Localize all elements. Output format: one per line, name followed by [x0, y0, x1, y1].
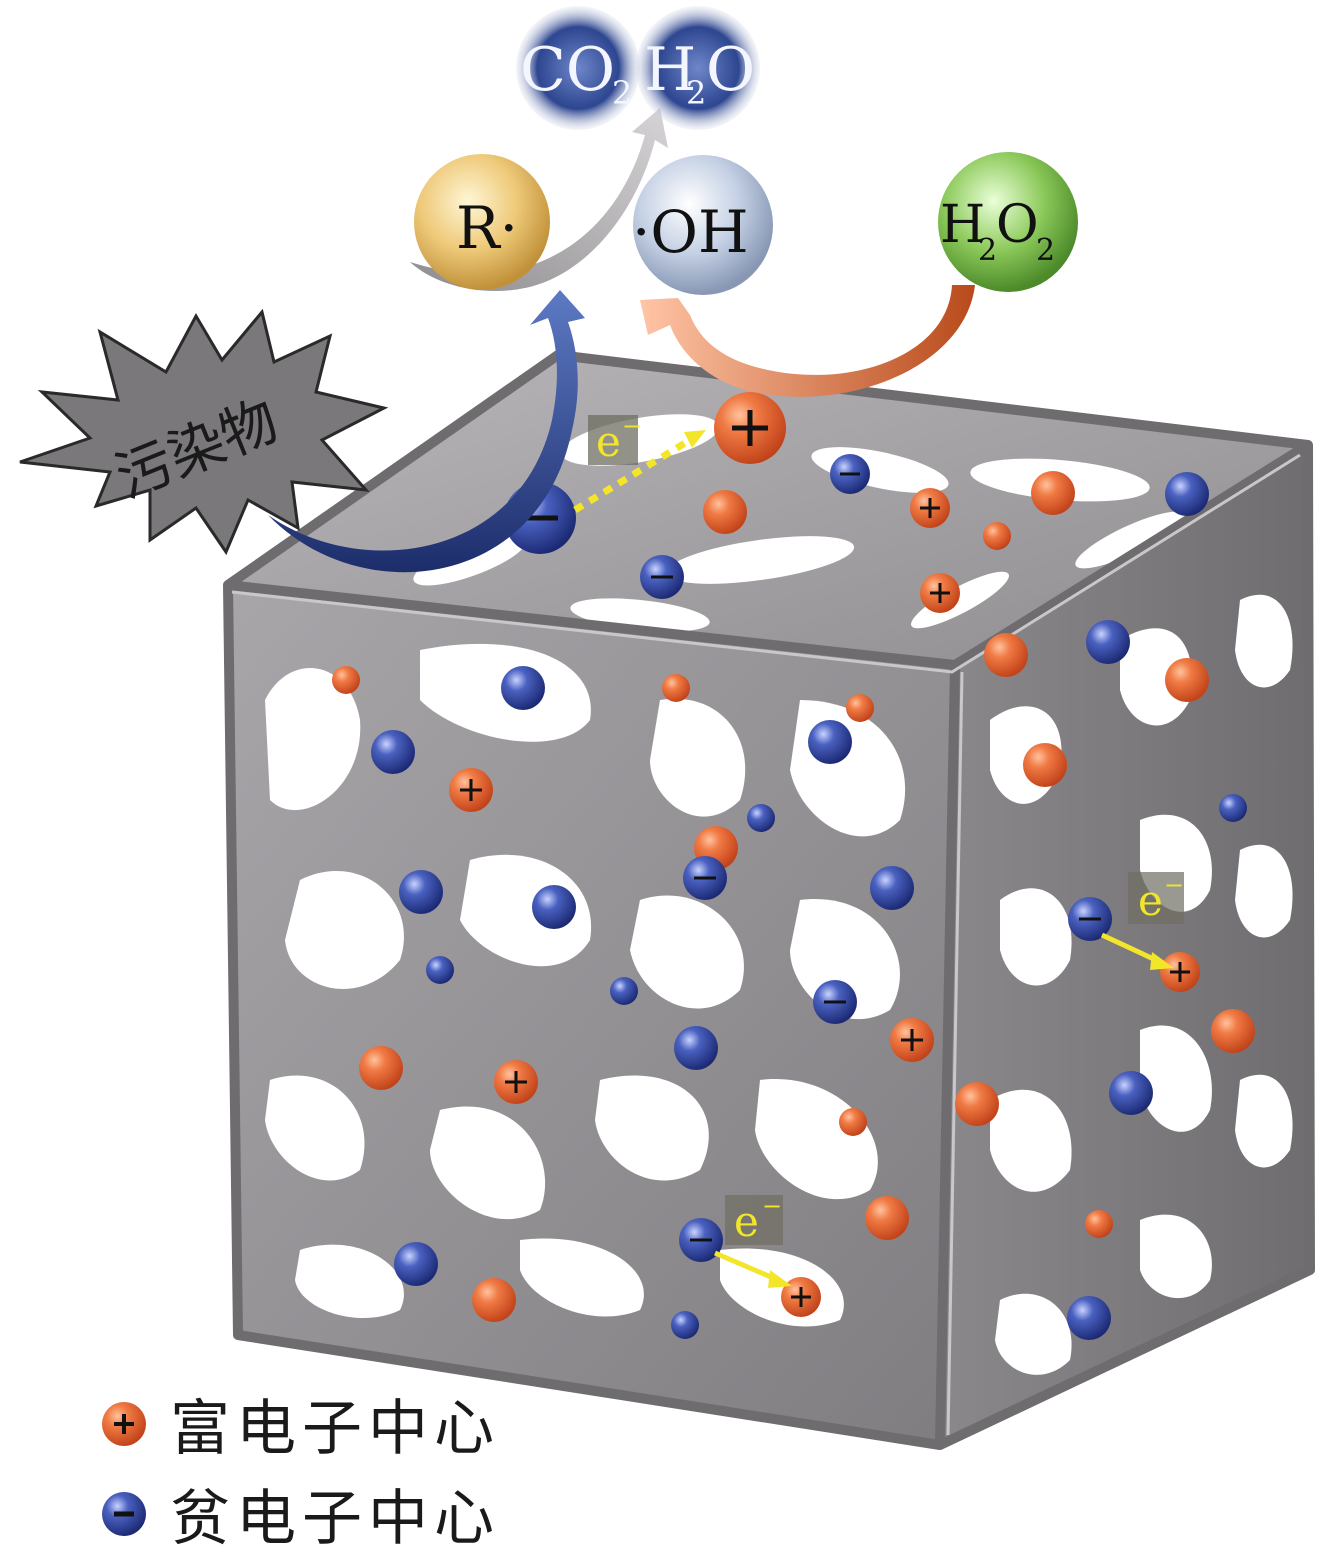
starburst-shape: [19, 308, 389, 556]
rich-center-ball: [662, 674, 690, 702]
rich-center-ball: [359, 1046, 403, 1090]
rich-center-ball: [1031, 471, 1075, 515]
rich-center-ball: [955, 1082, 999, 1126]
electron-label-top: e: [596, 417, 621, 466]
poor-center-ball: [371, 730, 415, 774]
poor-center-ball: [671, 1311, 699, 1339]
rich-center-ball: [846, 694, 874, 722]
h2o-o: O: [706, 35, 755, 105]
poor-center-ball: [813, 980, 857, 1024]
co2-product: CO 2: [516, 6, 640, 130]
electron-sup-top: −: [622, 412, 642, 440]
poor-center-ball: [610, 977, 638, 1005]
poor-center-ball: [683, 856, 727, 900]
electron-sup-bottom: −: [762, 1192, 782, 1220]
rich-center-ball: [910, 488, 950, 528]
rich-center-ball: [714, 392, 786, 464]
hydroxyl-label: ·OH: [632, 198, 749, 266]
radical-to-products-arrow: [410, 108, 668, 292]
rich-center-ball: [1023, 743, 1067, 787]
co2-subscript: 2: [612, 74, 632, 112]
poor-center-ball: [808, 720, 852, 764]
rich-center-ball: [865, 1196, 909, 1240]
hydroxyl-radical: ·OH: [632, 155, 773, 295]
poor-center-ball: [1219, 794, 1247, 822]
poor-center-ball: [747, 804, 775, 832]
poor-center-label: 贫电子中心: [170, 1484, 500, 1554]
rich-center-ball: [983, 522, 1011, 550]
electron-transfer-bottom: e −: [714, 1192, 792, 1288]
right-face-pores: [990, 594, 1293, 1375]
rich-center-ball: [890, 1018, 934, 1062]
electron-transfer-right: e −: [1100, 871, 1184, 970]
h2o2-sub2: 2: [1036, 233, 1055, 268]
electron-sup-right: −: [1164, 871, 1184, 899]
h2o-product: H 2 O: [636, 6, 760, 130]
poor-center-icon: [102, 1491, 146, 1536]
poor-center-ball: [426, 956, 454, 984]
poor-center-ball: [640, 555, 684, 599]
rich-center-ball: [1165, 658, 1209, 702]
h2o2-h: H: [940, 195, 985, 255]
pollutant-burst: 污染物: [19, 308, 389, 556]
rich-center-ball: [494, 1060, 538, 1104]
poor-center-ball: [399, 870, 443, 914]
legend-rich-center: 富电子中心: [100, 1380, 500, 1467]
rich-center-ball: [781, 1277, 821, 1317]
cube-edge-highlights: [231, 453, 1301, 1436]
h2o2: H 2 O 2: [938, 152, 1078, 292]
electron-label-right: e: [1138, 876, 1163, 925]
rich-center-ball: [332, 666, 360, 694]
rich-center-ball: [449, 768, 493, 812]
poor-center-ball: [674, 1026, 718, 1070]
legend-poor-center: 贫电子中心: [100, 1470, 500, 1557]
poor-center-ball: [1109, 1071, 1153, 1115]
rich-center-label: 富电子中心: [170, 1394, 500, 1464]
h2o-subscript: 2: [686, 74, 706, 112]
rich-center-ball: [1160, 952, 1200, 992]
cube-top-face: [228, 355, 1308, 665]
rich-center-ball: [472, 1278, 516, 1322]
charge-centers: [332, 392, 1255, 1340]
poor-center-ball: [1067, 1296, 1111, 1340]
poor-center-ball: [532, 885, 576, 929]
electron-transfer-top: e −: [573, 412, 706, 513]
rich-center-ball: [839, 1108, 867, 1136]
co2-formula: CO: [520, 35, 615, 105]
rich-center-ball: [703, 490, 747, 534]
h2o2-sub1: 2: [978, 233, 997, 268]
poor-center-ball: [1068, 897, 1112, 941]
rich-center-ball: [920, 573, 960, 613]
radical-r-label: R·: [456, 194, 518, 262]
rich-center-ball: [1085, 1210, 1113, 1238]
h2o-h: H: [644, 35, 696, 105]
h2o2-o: O: [996, 195, 1039, 255]
poor-center-ball: [1165, 472, 1209, 516]
poor-center-ball: [870, 866, 914, 910]
h2o2-to-oh-arrow: [640, 285, 975, 397]
poor-center-ball: [830, 454, 870, 494]
poor-center-ball: [1086, 620, 1130, 664]
rich-center-ball: [984, 633, 1028, 677]
poor-center-ball: [501, 666, 545, 710]
poor-center-ball: [679, 1218, 723, 1262]
rich-center-ball: [1211, 1009, 1255, 1053]
electron-label-bottom: e: [734, 1197, 759, 1246]
radical-r: R·: [414, 154, 550, 290]
pollutant-arrow: [268, 290, 585, 573]
poor-center-ball: [394, 1242, 438, 1286]
rich-center-icon: [102, 1401, 146, 1446]
